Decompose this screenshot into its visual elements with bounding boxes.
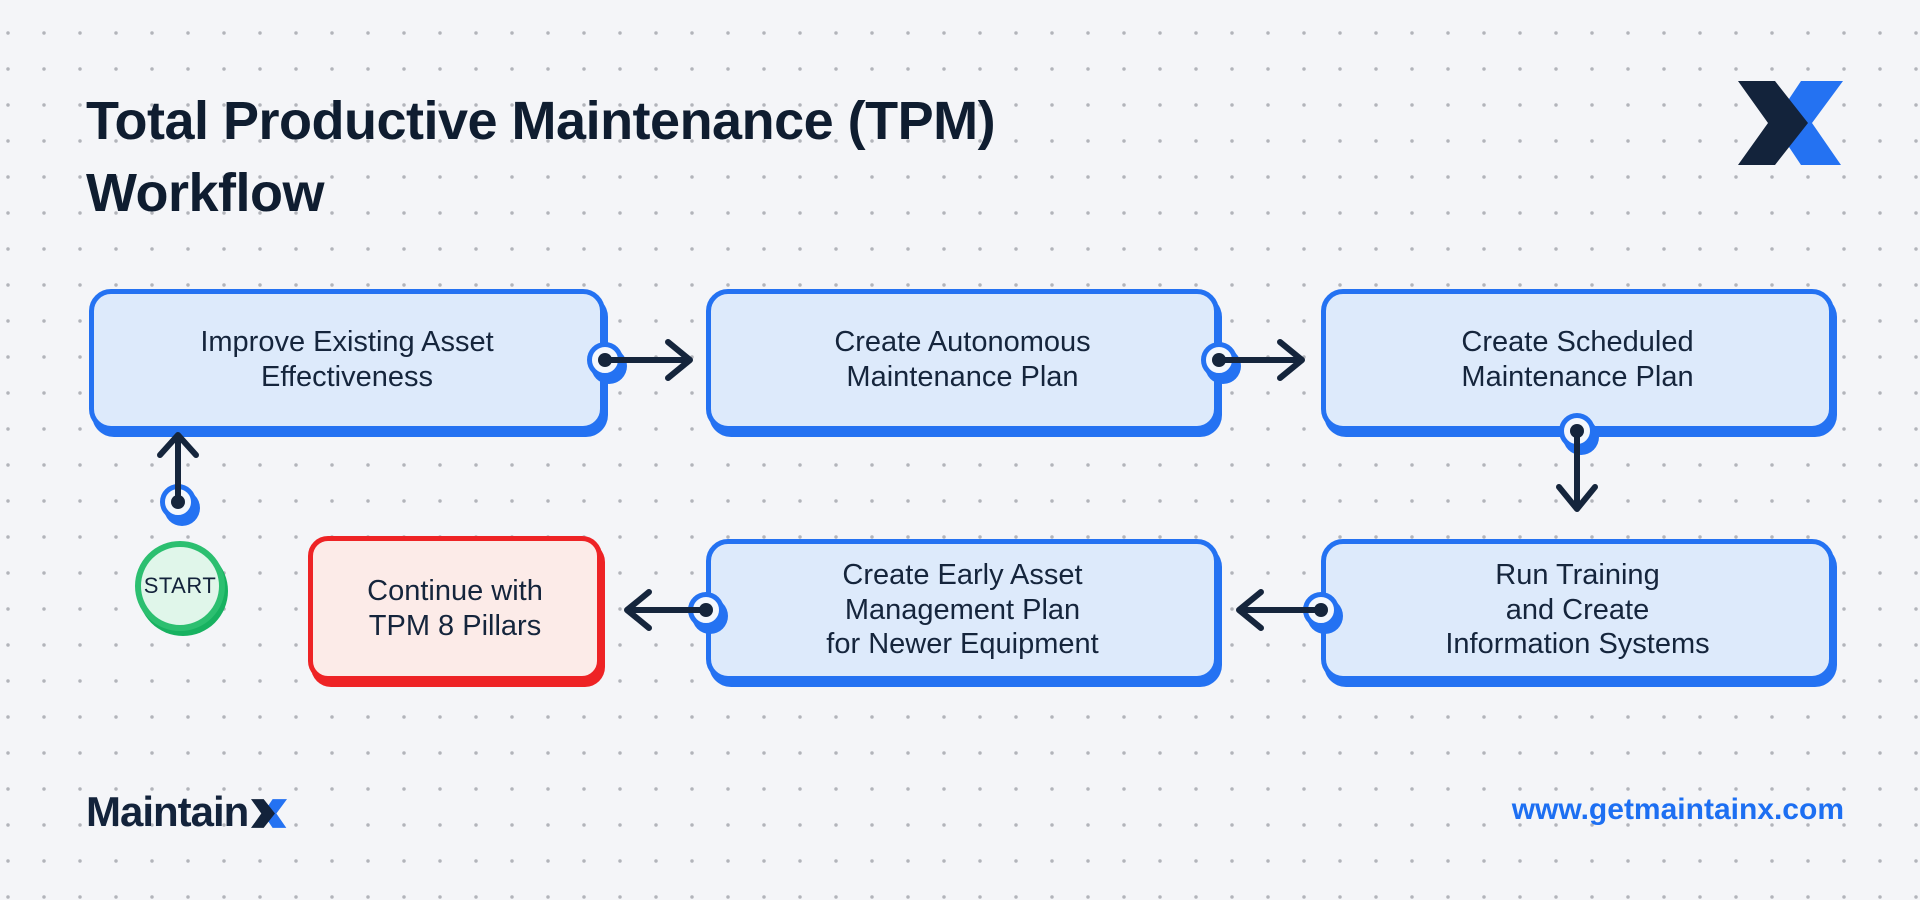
flow-node-early-asset-management-plan: Create Early Asset Management Plan for N… (706, 539, 1219, 681)
flow-node-improve-asset-effectiveness: Improve Existing Asset Effectiveness (89, 289, 605, 431)
maintainx-logo-icon (1738, 81, 1843, 165)
flow-node-label: Continue with TPM 8 Pillars (367, 574, 543, 642)
start-node: START (135, 541, 225, 631)
brand-text: Maintain (86, 788, 249, 835)
flow-node-run-training-information-systems: Run Training and Create Information Syst… (1321, 539, 1834, 681)
brand-x-icon (251, 798, 288, 828)
connector-start-to-n1 (157, 432, 200, 526)
page-title: Total Productive Maintenance (TPM) Workf… (86, 91, 996, 223)
flow-node-label: Create Autonomous Maintenance Plan (834, 326, 1091, 393)
flow-node-label: Create Early Asset Management Plan for N… (826, 558, 1099, 661)
flow-node-label: Create Scheduled Maintenance Plan (1461, 326, 1694, 393)
maintainx-wordmark: Maintain X (86, 788, 288, 836)
flow-node-label: Improve Existing Asset Effectiveness (200, 326, 494, 393)
start-node-label: START (143, 573, 217, 598)
flow-node-continue-tpm-8-pillars: Continue with TPM 8 Pillars (308, 536, 602, 681)
website-link[interactable]: www.getmaintainx.com (1511, 793, 1844, 826)
flow-node-scheduled-maintenance-plan: Create Scheduled Maintenance Plan (1321, 289, 1834, 431)
flow-node-autonomous-maintenance-plan: Create Autonomous Maintenance Plan (706, 289, 1219, 431)
flow-node-label: Run Training and Create Information Syst… (1445, 558, 1710, 661)
